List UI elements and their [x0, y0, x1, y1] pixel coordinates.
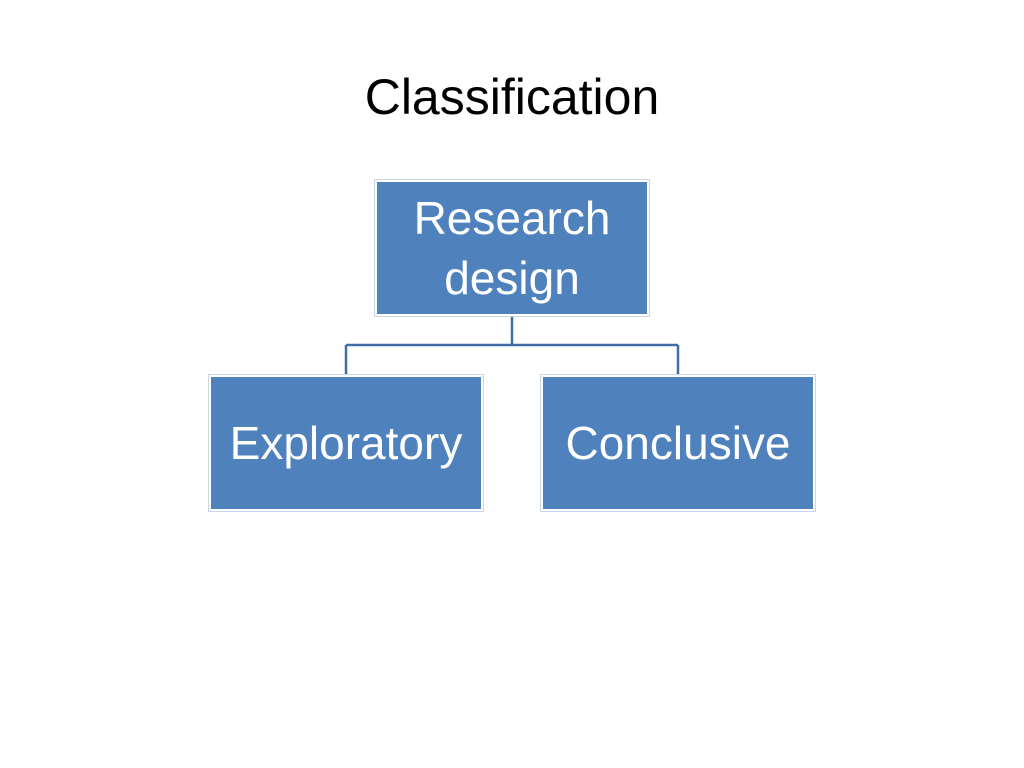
node-exploratory: Exploratory	[209, 375, 483, 511]
node-conclusive: Conclusive	[541, 375, 815, 511]
node-exploratory-label: Exploratory	[229, 417, 463, 469]
slide-title: Classification	[364, 69, 660, 125]
node-research-design-label: Research design	[413, 192, 611, 304]
node-research-design: Research design	[375, 180, 649, 316]
node-conclusive-label: Conclusive	[565, 417, 791, 469]
